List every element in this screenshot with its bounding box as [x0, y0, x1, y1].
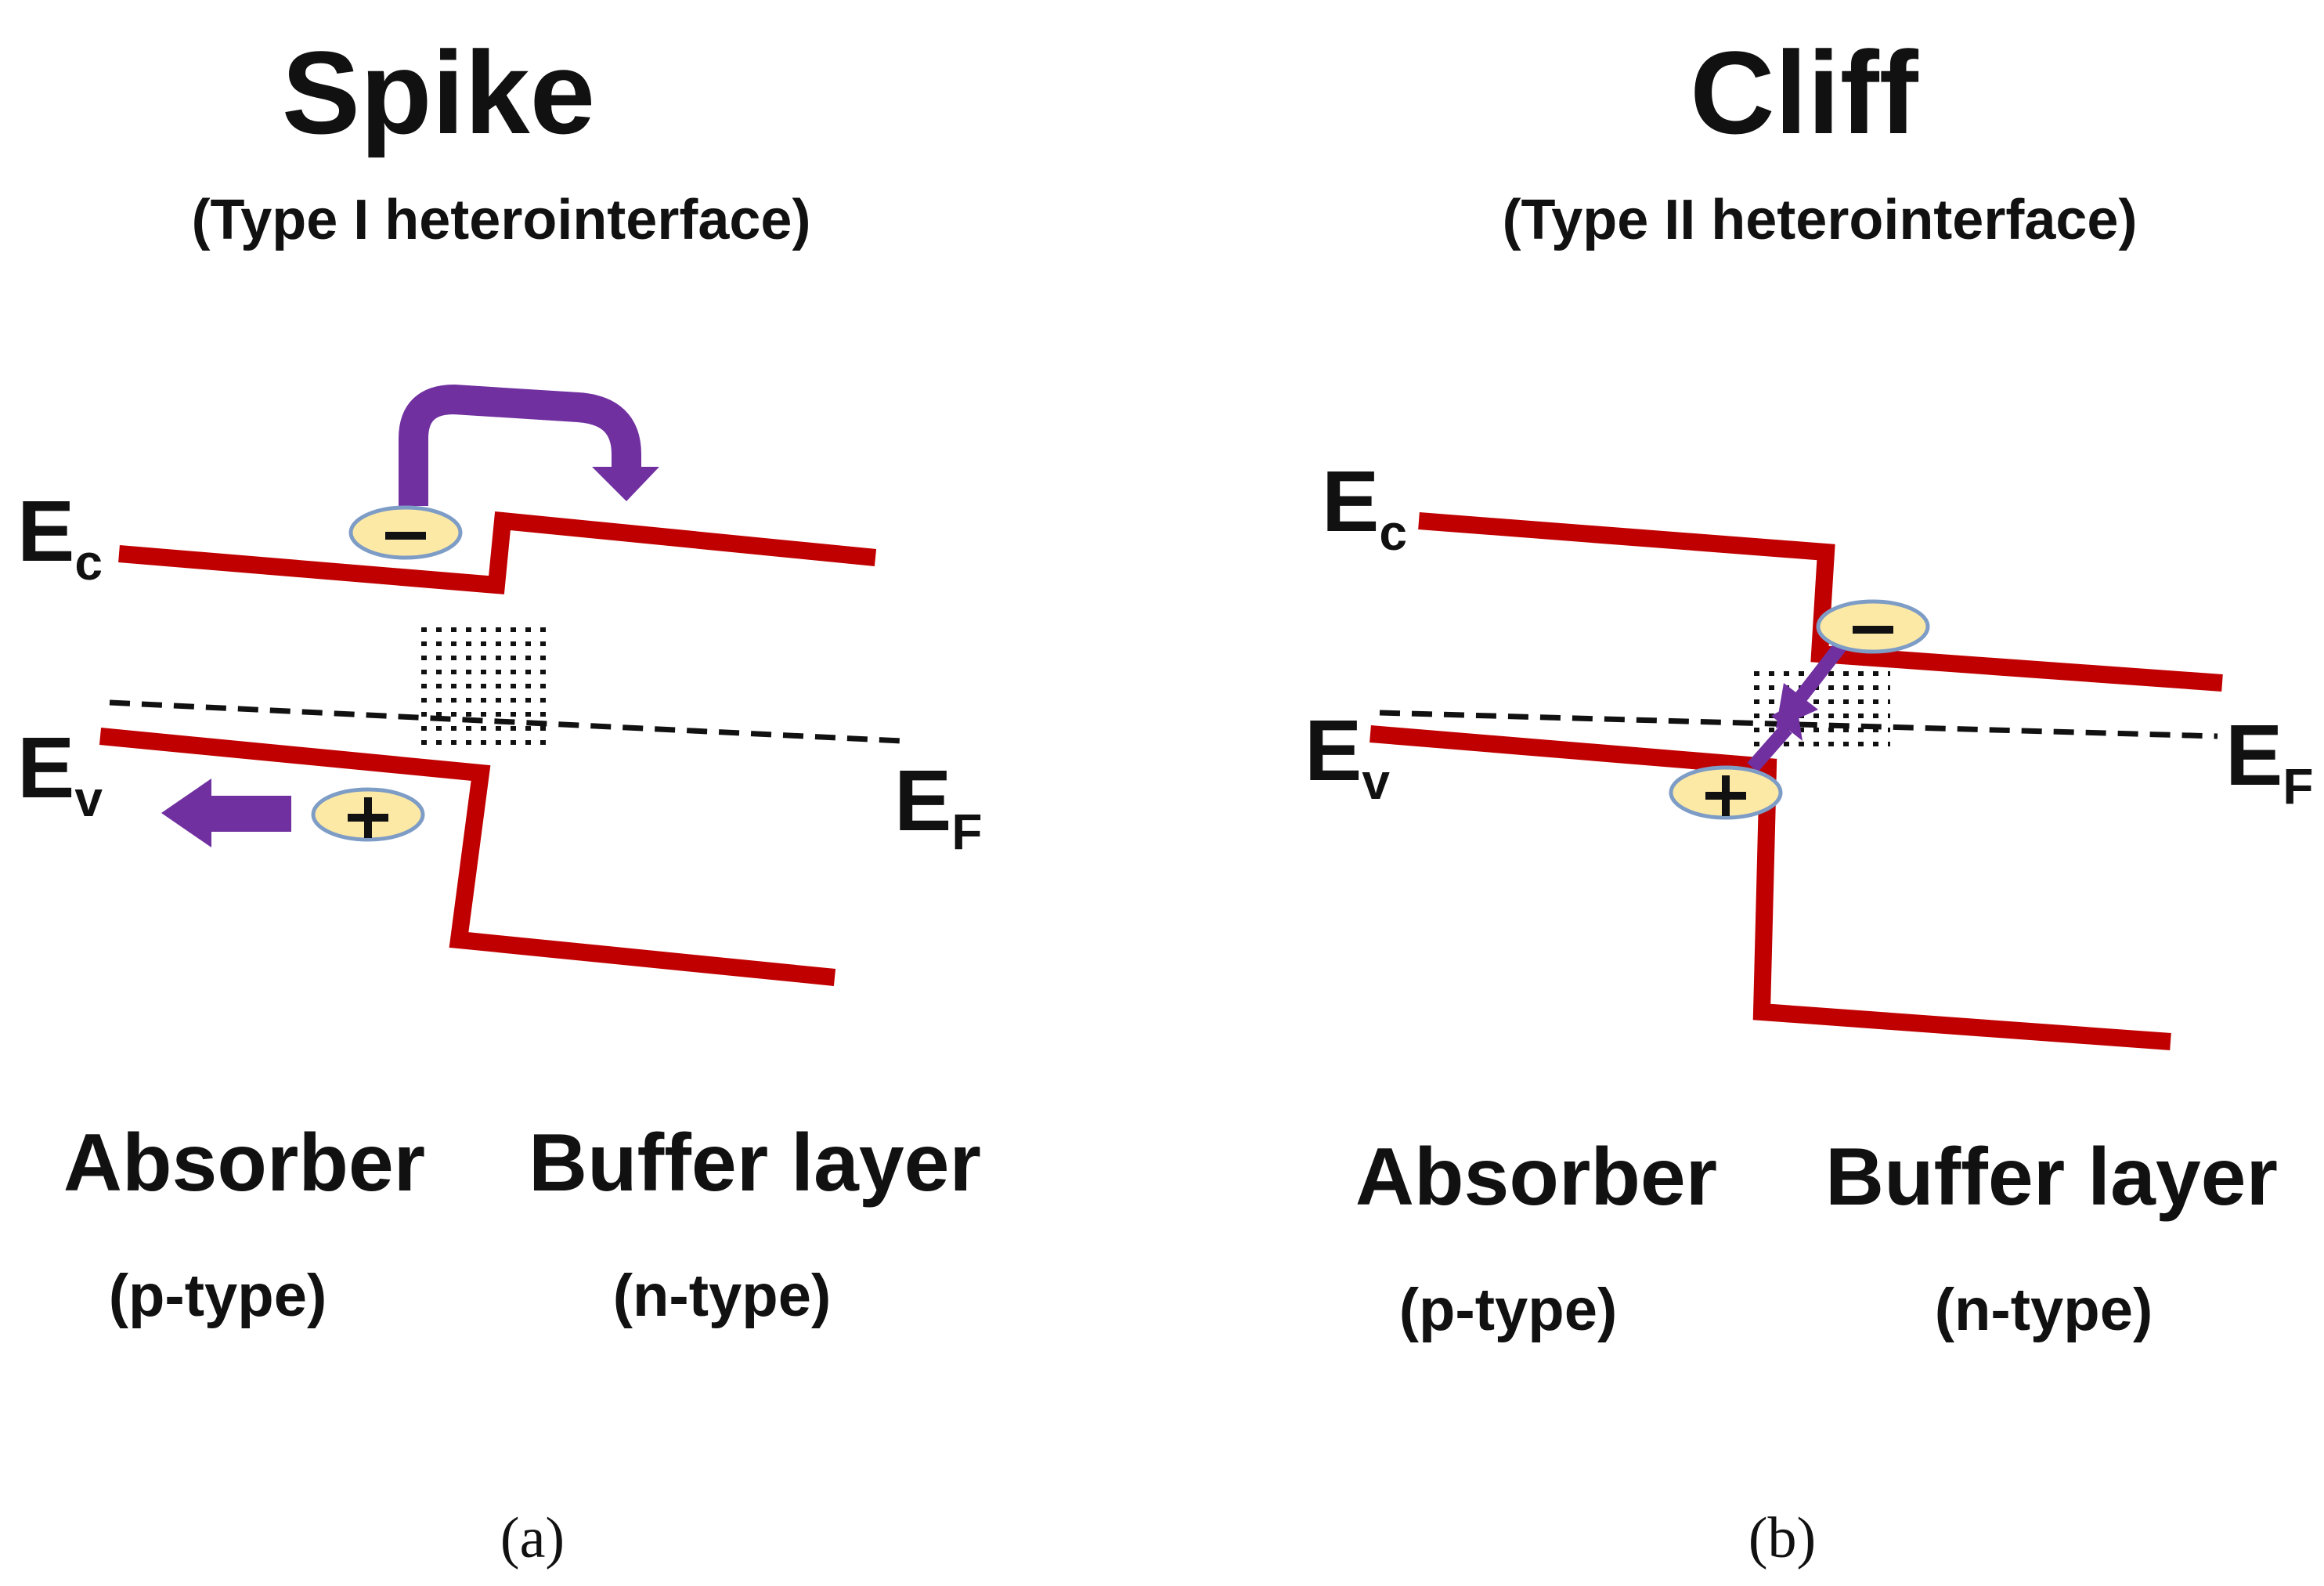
panel-a-electron: −: [348, 505, 463, 560]
panel-a-subtitle: (Type I heterointerface): [192, 189, 811, 251]
panel-b-hole-recombination-arrowhead: [1771, 702, 1803, 741]
panel-b-buffer-type: (n-type): [1935, 1277, 2153, 1343]
panel-a-absorber-label: Absorber: [63, 1118, 425, 1208]
panel-a-hole-arrow-shaft: [210, 796, 291, 832]
panel-b-caption: (b): [1748, 1506, 1816, 1570]
panel-b-cliff: Cliff (Type II heterointerface) Ec Ev EF: [1305, 27, 2313, 1570]
panel-b-hole: +: [1669, 765, 1783, 820]
panel-b-valence-band: [1370, 725, 2171, 1050]
panel-b-buffer-label: Buffer layer: [1825, 1132, 2278, 1223]
panel-a-spike: Spike (Type I heterointerface) Ec Ev EF: [17, 27, 982, 1570]
panel-a-hole: +: [311, 787, 425, 842]
panel-b-absorber-label: Absorber: [1355, 1132, 1717, 1223]
panel-b-ef-label: EF: [2225, 707, 2313, 815]
panel-b-absorber-type: (p-type): [1399, 1277, 1618, 1343]
panel-b-ev-label: Ev: [1305, 703, 1390, 810]
panel-a-ec-label: Ec: [17, 483, 103, 591]
panel-a-hole-arrowhead: [161, 779, 211, 847]
panel-a-conduction-band: [118, 511, 877, 594]
panel-b-ec-label: Ec: [1322, 453, 1407, 561]
panel-a-ef-label: EF: [894, 753, 982, 860]
panel-b-electron-recombination-arrow: [1795, 636, 1851, 702]
panel-a-interface-states: [421, 627, 550, 745]
panel-b-title: Cliff: [1690, 27, 1919, 158]
panel-a-absorber-type: (p-type): [109, 1263, 327, 1329]
panel-a-electron-arrowhead: [592, 467, 659, 501]
panel-a-buffer-type: (n-type): [613, 1263, 832, 1329]
panel-b-conduction-band: [1418, 512, 2223, 692]
panel-a-buffer-label: Buffer layer: [529, 1118, 981, 1208]
panel-b-subtitle: (Type II heterointerface): [1503, 189, 2138, 251]
panel-a-caption: (a): [500, 1506, 565, 1570]
panel-b-hole-recombination-arrow: [1747, 724, 1792, 772]
panel-a-fermi-level: [109, 699, 903, 744]
panel-a-electron-path-arrow: [399, 385, 641, 506]
panel-a-valence-band: [99, 728, 836, 986]
panel-a-title: Spike: [282, 27, 595, 158]
panel-a-ev-label: Ev: [17, 720, 103, 827]
panel-b-electron: −: [1816, 599, 1930, 654]
